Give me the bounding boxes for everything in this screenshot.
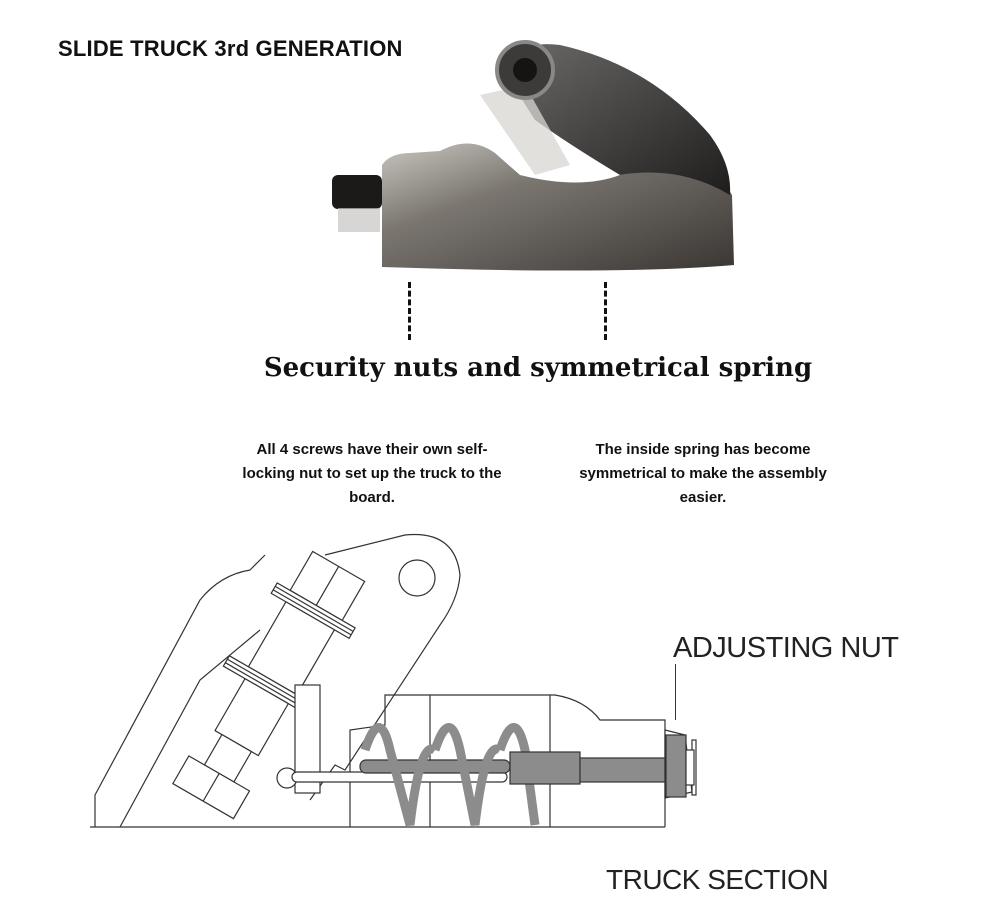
callout-leader-line <box>675 664 676 720</box>
pointer-line-left <box>408 282 414 340</box>
diagram-caption: TRUCK SECTION <box>606 864 829 895</box>
truck-photo <box>332 40 734 271</box>
note-screws: All 4 screws have their own self-locking… <box>242 441 502 506</box>
section-heading: Security nuts and symmetrical spring <box>263 353 813 383</box>
truck-section-diagram <box>90 533 697 828</box>
note-spring: The inside spring has become symmetrical… <box>579 441 827 506</box>
pointer-line-right <box>604 282 610 340</box>
adjusting-nut-callout: ADJUSTING NUT <box>673 632 899 664</box>
page-title: SLIDE TRUCK 3rd GENERATION <box>58 36 403 61</box>
